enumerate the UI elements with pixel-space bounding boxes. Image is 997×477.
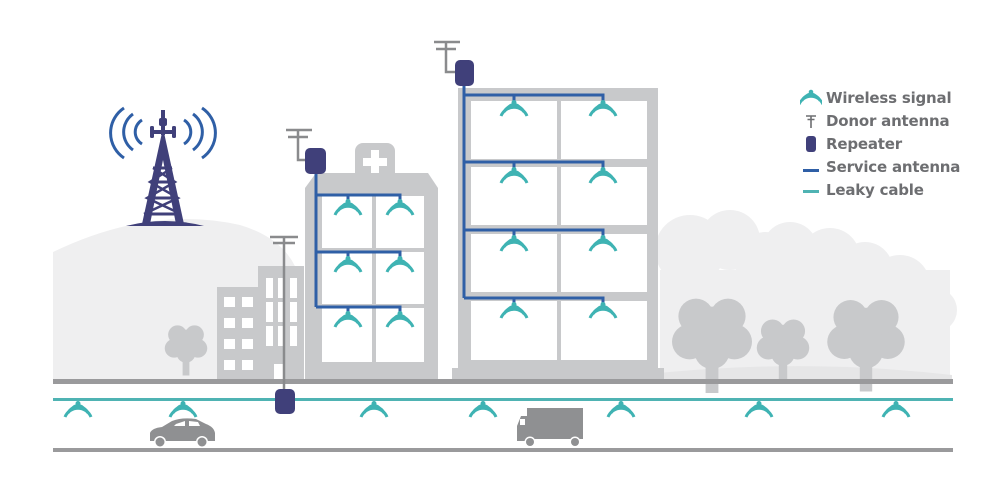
legend-item-repeater: Repeater [800, 132, 960, 155]
legend-label: Leaky cable [826, 180, 924, 199]
legend-item-service-antenna: Service antenna [800, 155, 960, 178]
service-antenna-cabling-office [462, 82, 605, 303]
office-building [452, 88, 664, 380]
donor-antenna-office [434, 40, 460, 74]
tower-radio-waves [109, 106, 217, 160]
legend-label: Wireless signal [826, 88, 952, 107]
wireless-signal [359, 399, 389, 419]
leaky-cable [53, 398, 953, 401]
background-tree-cloud [655, 210, 957, 380]
repeater-office [455, 60, 474, 86]
service-antenna-cabling-hospital [314, 170, 402, 312]
wireless-signal [63, 399, 93, 419]
wireless-signal [168, 399, 198, 419]
donor-antenna-hospital [286, 128, 312, 162]
donor-antenna-icon [800, 111, 822, 131]
legend-label: Service antenna [826, 157, 961, 176]
donor-antenna-street-pole [270, 235, 298, 392]
repeater-hospital [305, 148, 326, 174]
road-edge [53, 448, 953, 452]
repeater-street [275, 389, 295, 414]
wireless-signal [744, 399, 774, 419]
road-curb [53, 379, 953, 384]
leaky-cable-icon [800, 180, 822, 200]
wireless-signal-icon [800, 88, 822, 108]
legend-item-donor-antenna: Donor antenna [800, 109, 960, 132]
hospital-building [305, 143, 438, 380]
wireless-signal [606, 399, 636, 419]
wireless-signal [468, 399, 498, 419]
legend-label: Repeater [826, 134, 902, 153]
truck [517, 408, 583, 448]
legend-item-wireless-signal: Wireless signal [800, 86, 960, 109]
legend-item-leaky-cable: Leaky cable [800, 178, 960, 201]
repeater-icon [800, 134, 822, 154]
legend: Wireless signal Donor antenna Repeater S… [800, 86, 960, 201]
apartment-building-left [217, 287, 259, 380]
apartment-building-right [258, 266, 304, 380]
legend-label: Donor antenna [826, 111, 950, 130]
service-antenna-icon [800, 157, 822, 177]
car [150, 418, 215, 448]
wireless-signal [881, 399, 911, 419]
cell-tower [109, 106, 217, 226]
